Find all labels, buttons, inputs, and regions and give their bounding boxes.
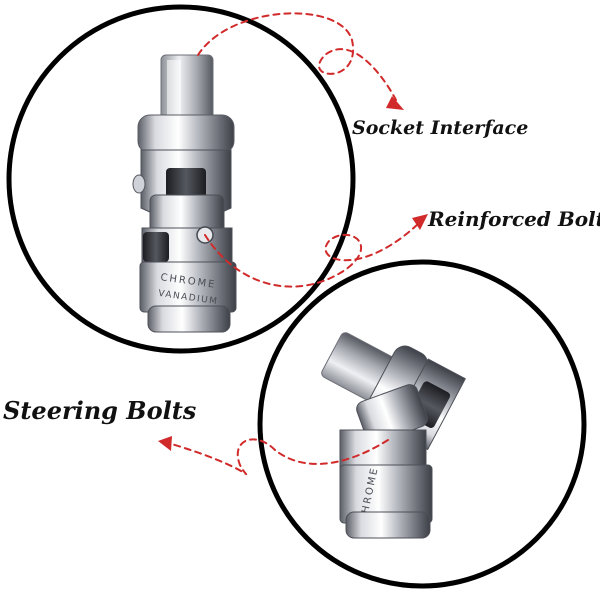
reinforced-bolts-label: Reinforced Bolts: [428, 207, 600, 231]
steering-bolts-label: Steering Bolts: [3, 396, 197, 425]
lower-joint-photo: CHROME: [321, 332, 466, 539]
reinforced-bolts-arrow: [204, 221, 421, 288]
socket-interface-arrowhead: [386, 96, 404, 110]
steering-bolts-arrow: [164, 438, 389, 476]
upper-joint-photo: CHROME VANADIUM: [132, 54, 237, 333]
socket-interface-label: Socket Interface: [352, 117, 529, 139]
upper-circle-frame: [6, 4, 356, 354]
lower-circle-frame: [257, 259, 587, 589]
socket-interface-arrow: [197, 12, 397, 101]
steering-bolts-arrowhead: [158, 436, 172, 451]
reinforced-bolts-arrowhead: [412, 214, 428, 230]
